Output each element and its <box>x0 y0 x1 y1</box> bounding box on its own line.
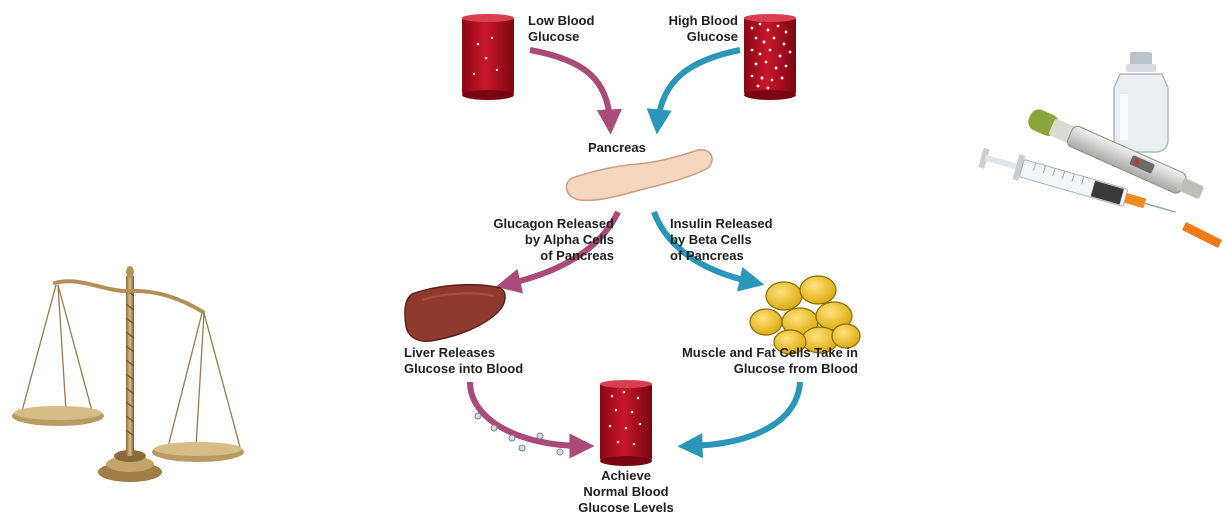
pancreas-organ <box>566 150 712 201</box>
high-glucose-arrow <box>658 50 740 122</box>
insulin-label: Insulin Released by Beta Cells of Pancre… <box>670 216 773 264</box>
cells-to-blood-arrow <box>690 382 800 446</box>
liver-to-blood-arrow <box>470 382 582 446</box>
needle-cap <box>1182 222 1222 248</box>
glucagon-label: Glucagon Released by Alpha Cells of Panc… <box>400 216 614 264</box>
muscle-fat-label: Muscle and Fat Cells Take in Glucose fro… <box>600 345 858 377</box>
high-glucose-blood-tube <box>744 14 796 100</box>
low-glucose-blood-tube <box>462 14 514 100</box>
normal-glucose-label: Achieve Normal Blood Glucose Levels <box>556 468 696 516</box>
pancreas-label: Pancreas <box>588 140 646 156</box>
fat-cells-icon <box>750 276 860 354</box>
balance-scale-icon <box>12 266 244 482</box>
high-blood-glucose-label: High Blood Glucose <box>620 13 738 45</box>
low-glucose-arrow <box>530 50 610 122</box>
low-blood-glucose-label: Low Blood Glucose <box>528 13 594 45</box>
vial-icon <box>1114 52 1168 152</box>
syringe-icon <box>978 144 1179 225</box>
normal-glucose-blood-tube <box>600 380 652 466</box>
liver-releases-label: Liver Releases Glucose into Blood <box>404 345 523 377</box>
